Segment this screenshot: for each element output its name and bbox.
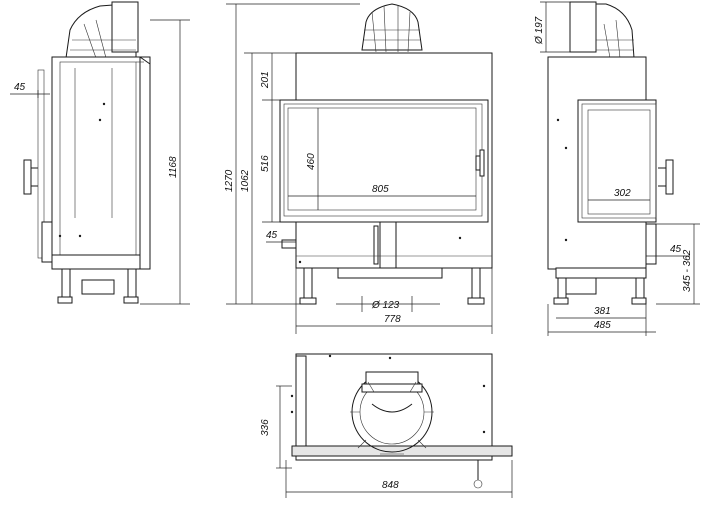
right-depth-inner-label: 381 (594, 306, 611, 317)
right-glass-width-label: 302 (614, 188, 631, 199)
front-door-height-label: 516 (260, 155, 271, 172)
plan-width-label: 848 (382, 480, 399, 491)
front-width-label: 778 (384, 314, 401, 325)
front-flue-diameter-label: Ø 123 (371, 300, 400, 311)
front-top-gap-label: 201 (260, 71, 271, 89)
side-view-right: Ø 197 302 45 345 - 362 381 485 (534, 1, 700, 336)
right-height-range-label: 345 - 362 (682, 249, 693, 292)
right-flue-diameter-label: Ø 197 (534, 16, 545, 45)
plan-depth-label: 336 (260, 419, 271, 436)
front-bottom-offset-label: 45 (266, 230, 278, 241)
front-glass-height-label: 460 (306, 153, 317, 170)
plan-view: 336 848 (260, 353, 513, 498)
front-glass-width-label: 805 (372, 184, 389, 195)
side-left-offset-label: 45 (14, 82, 26, 93)
front-view: 1270 1062 201 516 460 805 45 Ø 123 778 (224, 3, 493, 334)
right-offset-label: 45 (670, 244, 682, 255)
front-total-height-label: 1270 (224, 169, 235, 192)
right-depth-total-label: 485 (594, 320, 611, 331)
front-inner-height-label: 1062 (240, 169, 251, 192)
side-view-left: 45 1168 (10, 1, 190, 305)
side-left-height-label: 1168 (168, 156, 179, 178)
